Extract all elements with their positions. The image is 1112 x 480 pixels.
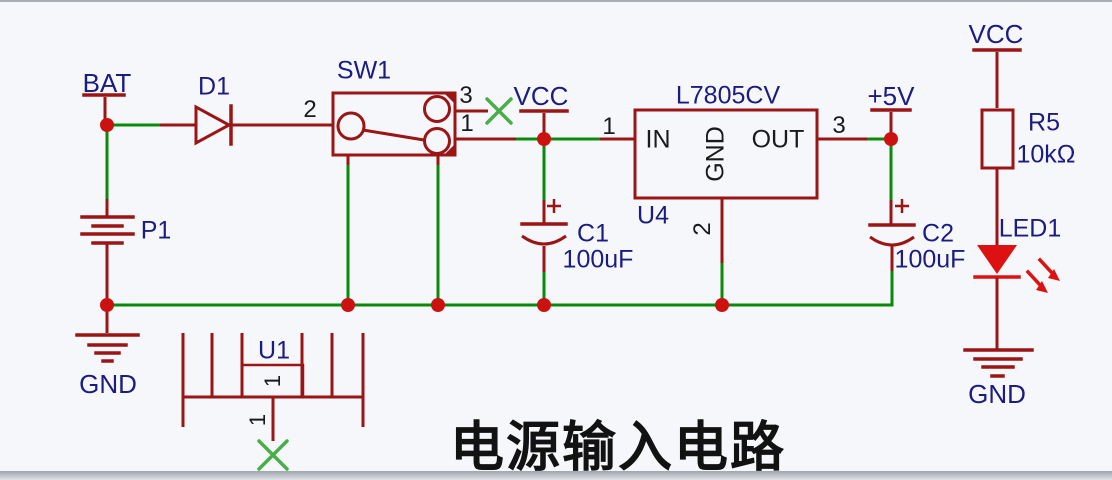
sw1-pin-number-3: 3: [459, 82, 473, 109]
designator-c2: C2: [922, 219, 954, 248]
battery-p1-symbol: [80, 199, 135, 333]
value-r5: 10kΩ: [1016, 140, 1076, 169]
designator-c1: C1: [577, 219, 609, 248]
net-wires: [105, 123, 894, 307]
u4-pin-number-1: 1: [602, 113, 616, 140]
schematic-title: 电源输入电路: [450, 417, 786, 478]
capacitor-c1-symbol: [520, 199, 568, 272]
u1-pin-number-inner: 1: [260, 374, 285, 388]
designator-u1: U1: [258, 336, 290, 365]
value-c1: 100uF: [562, 245, 634, 274]
no-connect-x-sw1: [485, 97, 513, 125]
bat-power-flag: [82, 93, 126, 119]
no-connect-x-u1: [257, 439, 289, 471]
junction-dots: [100, 118, 898, 312]
value-c2: 100uF: [894, 245, 966, 274]
net-label-gnd-left: GND: [79, 369, 137, 399]
u4-pin-name-gnd: GND: [701, 126, 730, 182]
top-edge-strip: [0, 0, 1112, 2]
net-label-vcc-resistor: VCC: [968, 19, 1024, 49]
resistor-r5-symbol: [980, 108, 1015, 245]
bottom-edge-strip: [0, 471, 1112, 480]
vcc-power-flag-switch: [519, 109, 569, 134]
sw1-pin-number-1: 1: [460, 110, 474, 137]
u4-pin-number-2: 2: [689, 222, 716, 236]
designator-p1: P1: [140, 216, 172, 245]
designator-sw1: SW1: [336, 56, 392, 85]
designator-r5: R5: [1028, 108, 1060, 137]
led1-symbol: [973, 245, 1021, 350]
net-label-gnd-right: GND: [968, 379, 1026, 409]
gnd-symbol-right: [963, 348, 1034, 378]
u4-pin-number-3: 3: [832, 112, 846, 139]
led-light-arrows-icon: [1025, 257, 1060, 293]
plus5v-power-flag: [870, 108, 912, 134]
value-u4: L7805CV: [675, 81, 781, 110]
regulator-u4-symbol: [600, 108, 867, 263]
capacitor-c2-symbol: [868, 199, 916, 271]
connector-u1-symbol: [181, 333, 365, 441]
gnd-symbol-left: [75, 333, 140, 363]
sw1-pin-number-2: 2: [303, 96, 317, 123]
switch-sw1-symbol: [331, 91, 516, 165]
designator-d1: D1: [198, 72, 230, 101]
designator-u4: U4: [637, 201, 669, 230]
u4-pin-name-out: OUT: [751, 125, 805, 154]
net-label-vcc-switch: VCC: [513, 81, 569, 111]
vcc-power-flag-resistor: [972, 48, 1022, 108]
diode-d1-symbol: [160, 104, 333, 146]
u1-pin-number-stem: 1: [245, 413, 270, 427]
net-label-bat: BAT: [82, 68, 132, 98]
designator-led1: LED1: [998, 214, 1062, 243]
net-label-plus5v: +5V: [867, 81, 915, 111]
u4-pin-name-in: IN: [645, 125, 671, 154]
